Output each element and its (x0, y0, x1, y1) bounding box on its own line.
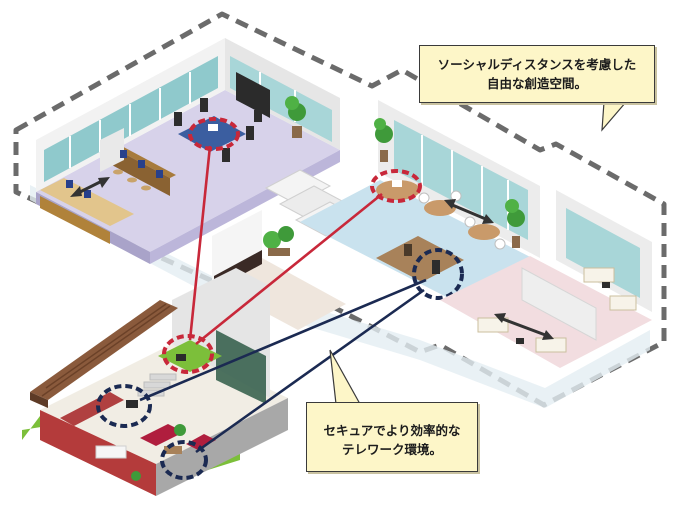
round-table-desk-icon (468, 224, 500, 240)
distance-arrow-icon (444, 199, 494, 224)
chair-icon (222, 148, 230, 162)
laptop-icon (602, 282, 610, 288)
callout-office-line1: ソーシャルディスタンスを考慮した (437, 57, 637, 72)
chair-icon (494, 238, 506, 250)
round-table-desk-icon (376, 180, 420, 200)
coffee-table-desk-icon (164, 446, 182, 454)
counter-desk-icon (40, 196, 110, 244)
telework-links (139, 145, 427, 454)
distance-arrow-icon (70, 177, 110, 197)
stairs (137, 373, 177, 397)
link-red-meeting (188, 145, 212, 341)
monitor-icon (138, 160, 145, 168)
partition (521, 267, 597, 341)
home-glass-wall (216, 330, 266, 404)
plant-icon (285, 96, 306, 138)
kitchen-counter (60, 392, 124, 426)
laptop-icon (392, 180, 402, 187)
link-red-table (195, 192, 383, 346)
monitor-icon (84, 190, 91, 198)
stool-icon (141, 185, 151, 191)
chair-icon (450, 190, 462, 202)
office-room-left (36, 38, 340, 264)
sofa-icon (477, 317, 509, 333)
tv-monitor-icon (236, 72, 270, 118)
monitor-icon (66, 180, 73, 188)
chair-icon (254, 110, 262, 122)
distance-arrow-icon (494, 313, 554, 340)
partition (100, 128, 124, 172)
highlight-circle-round-table (370, 169, 422, 203)
callout-home-line1: セキュアでより効率的な (323, 423, 461, 438)
tv-monitor-icon (126, 400, 138, 408)
highlight-circle-meeting (188, 117, 240, 151)
chair-icon (464, 216, 476, 228)
chair-icon (404, 244, 412, 256)
callout-home-line2: テレワーク環境。 (341, 442, 442, 457)
highlight-circle-home-study (162, 334, 214, 374)
link-navy-sofa (195, 288, 425, 454)
sofa-icon (140, 424, 184, 446)
roof-icon (30, 300, 178, 400)
callout-tail (601, 101, 628, 132)
monitor-icon (120, 150, 127, 158)
callout-tail (329, 349, 362, 405)
sofa-icon (609, 295, 637, 311)
home-wall-right (156, 398, 288, 496)
stool-icon (127, 177, 137, 183)
monitor-icon (156, 170, 163, 178)
sofa-icon (186, 434, 216, 450)
stool-icon (113, 169, 123, 175)
chair-icon (200, 98, 208, 112)
sofa-icon (583, 267, 615, 283)
room-right-windows (566, 208, 640, 298)
highlight-circle-home-desk (96, 384, 152, 428)
bar-counter-icon (110, 146, 170, 196)
roof-icon (30, 392, 48, 408)
plant-icon (131, 424, 186, 481)
plant-icon (505, 199, 525, 248)
dining-desk-icon (95, 445, 127, 459)
laptop-icon (208, 124, 218, 131)
callout-office-line2: 自由な創造空間。 (486, 76, 587, 91)
callout-office: ソーシャルディスタンスを考慮した 自由な創造空間。 (419, 45, 655, 103)
laptop-icon (516, 338, 524, 344)
counter-desk-icon (40, 178, 134, 226)
plant-icon (374, 118, 393, 162)
sofa-icon (535, 337, 567, 353)
chair-icon (418, 192, 430, 204)
chair-icon (174, 112, 182, 126)
room-center-windows (394, 120, 528, 240)
link-navy-desk (139, 278, 427, 402)
chair-icon (432, 260, 440, 274)
highlight-circle-home-sofa (160, 440, 208, 480)
laptop-icon (176, 354, 186, 361)
callout-home: セキュアでより効率的な テレワーク環境。 (306, 402, 478, 472)
room-left-windows (230, 56, 332, 142)
plant-icon (263, 226, 294, 256)
highlight-circle-desk (412, 248, 464, 300)
office-room-right (440, 190, 652, 368)
chair-icon (246, 126, 254, 140)
lounge-wall (212, 210, 262, 284)
home-building (22, 268, 288, 496)
